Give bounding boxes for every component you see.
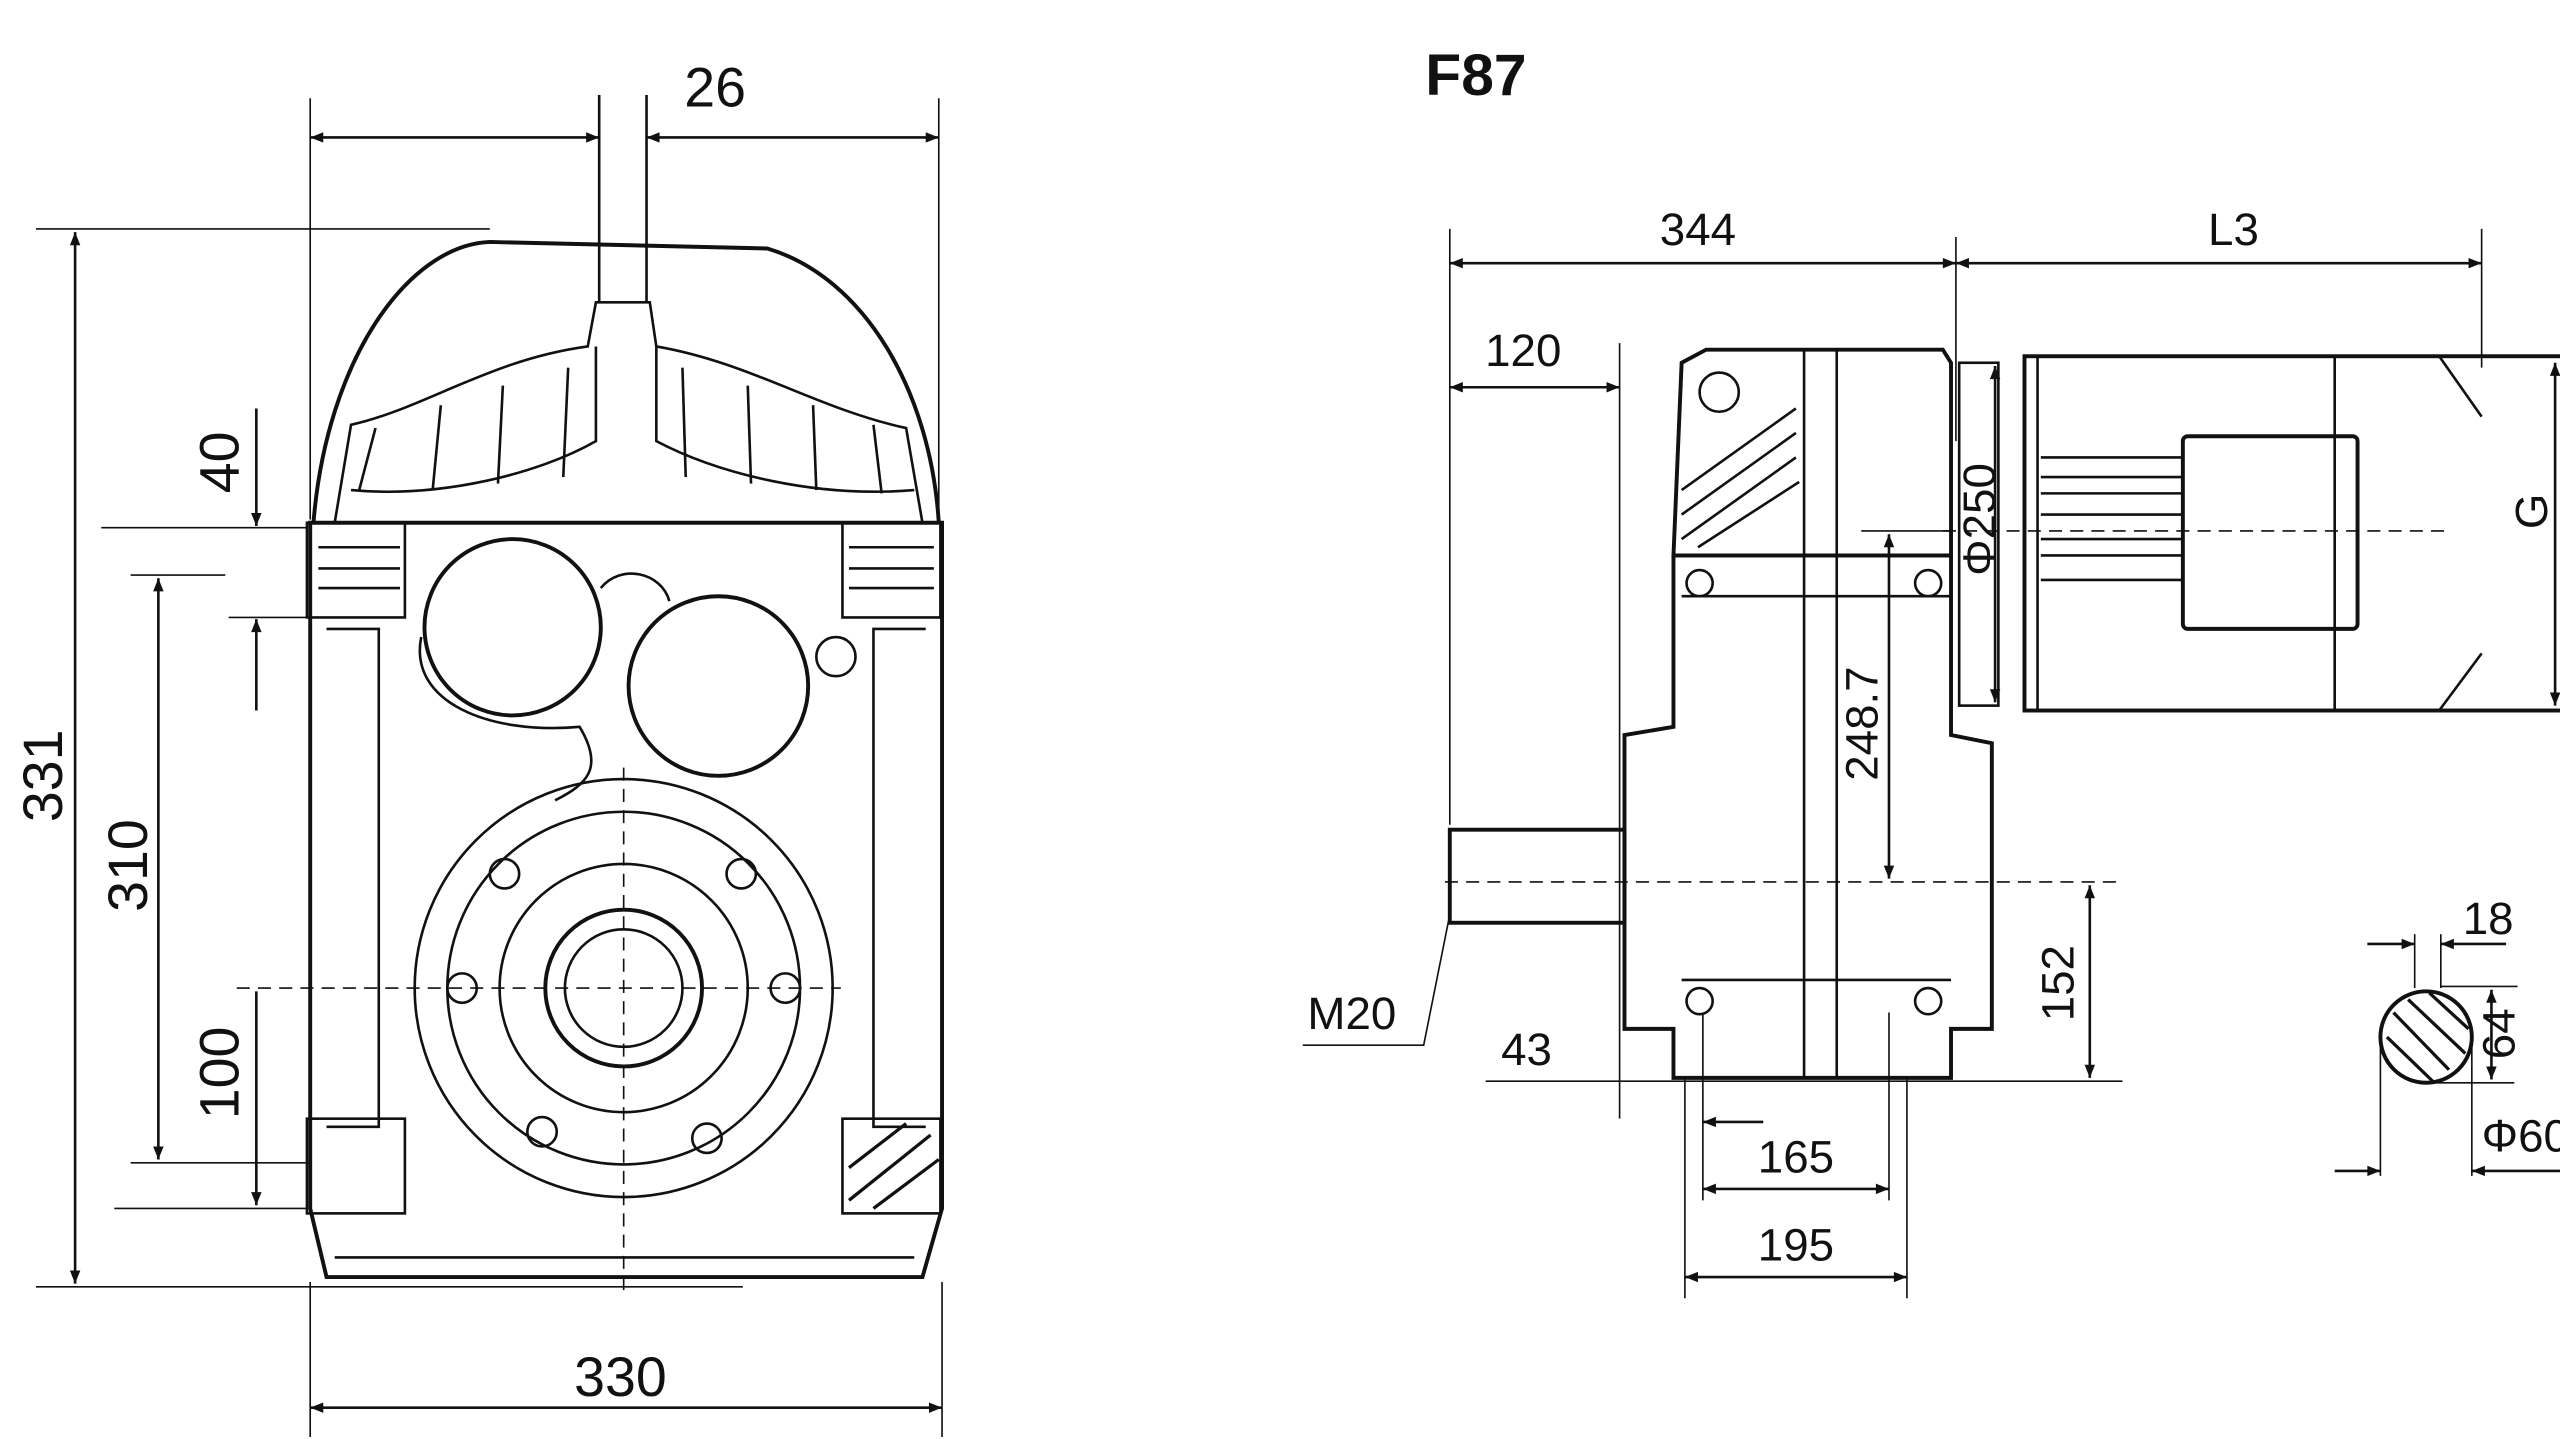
housing-dome	[311, 239, 941, 523]
bearing-bore-upper-right	[626, 594, 811, 778]
dim-height-total: 331	[12, 730, 74, 823]
housing-bolt	[1685, 568, 1714, 598]
oil-plug	[815, 635, 857, 678]
dim-shaft-dia: Φ60	[2482, 1110, 2560, 1161]
gearbox-housing-top	[1671, 347, 1953, 558]
dim-foot-inner: 165	[1758, 1132, 1834, 1183]
dim-foot-outer: 195	[1758, 1220, 1834, 1271]
housing-ribs	[1680, 407, 1800, 549]
mounting-lug-top-right	[841, 521, 942, 619]
dim-key-height: 64	[2473, 1008, 2524, 1059]
dim-height-flange: 310	[97, 819, 159, 912]
model-title: F87	[1425, 43, 1526, 108]
thread-leader-line	[1302, 914, 1451, 1047]
flange-bolt-hole	[725, 857, 758, 890]
flange-bolt-hole	[690, 1122, 723, 1155]
motor-cooling-fins	[2040, 456, 2183, 582]
lug-grooves	[318, 545, 934, 590]
dim-width: 330	[574, 1346, 667, 1408]
housing-body	[308, 520, 945, 1280]
housing-bolt	[1685, 986, 1714, 1016]
dim-key-width: 18	[2463, 893, 2514, 944]
mounting-lug-bottom-left	[305, 1117, 407, 1215]
dim-top-offset: 26	[684, 56, 746, 118]
dim-shaft-height: 152	[2032, 945, 2083, 1021]
lug-section-hatch	[847, 1122, 940, 1210]
dome-ribs	[357, 367, 883, 494]
front-view: 26 331 310 40 100 330	[12, 56, 945, 1438]
dim-shaft-end: 43	[1501, 1024, 1552, 1075]
housing-side-walls	[326, 627, 926, 1129]
dim-foot-top: 40	[188, 431, 250, 493]
fan-cover-chamfer	[2438, 355, 2483, 712]
bearing-bore-upper-left	[422, 537, 603, 718]
shaft-section: 18 64 Φ60	[2334, 893, 2560, 1177]
dim-height-center: 248.7	[1837, 666, 1888, 780]
mounting-lug-bottom-right	[841, 1117, 942, 1215]
housing-bolt	[1913, 568, 1943, 598]
dim-motor-length: L3	[2208, 204, 2259, 255]
side-view: 344 L3 120 Φ250 248.7 G M20 152 43 165 1…	[1302, 204, 2560, 1299]
bore-boss-outline	[418, 572, 671, 802]
dome-inner-edge	[350, 346, 915, 493]
section-hatch	[2385, 991, 2470, 1083]
flange-bolt-hole	[526, 1115, 559, 1148]
dim-shaft-offset: 120	[1485, 325, 1561, 376]
dim-foot-bottom: 100	[188, 1027, 250, 1120]
dome-rib-outline	[333, 301, 924, 523]
terminal-box	[2180, 434, 2360, 631]
output-shaft	[1447, 827, 1627, 925]
housing-bolt	[1913, 986, 1943, 1016]
dim-flange-dia: Φ250	[1954, 463, 2005, 576]
shaft-cross-section	[2378, 989, 2474, 1085]
dim-motor-dia: G	[2506, 494, 2557, 530]
vent-plug	[1698, 371, 1741, 414]
mounting-lug-top-left	[305, 521, 407, 619]
gearbox-housing-body	[1622, 553, 1994, 1080]
motor	[2022, 354, 2560, 713]
flange-bolt-hole	[488, 857, 521, 890]
dim-thread: M20	[1307, 988, 1396, 1039]
dim-body-length: 344	[1660, 204, 1736, 255]
